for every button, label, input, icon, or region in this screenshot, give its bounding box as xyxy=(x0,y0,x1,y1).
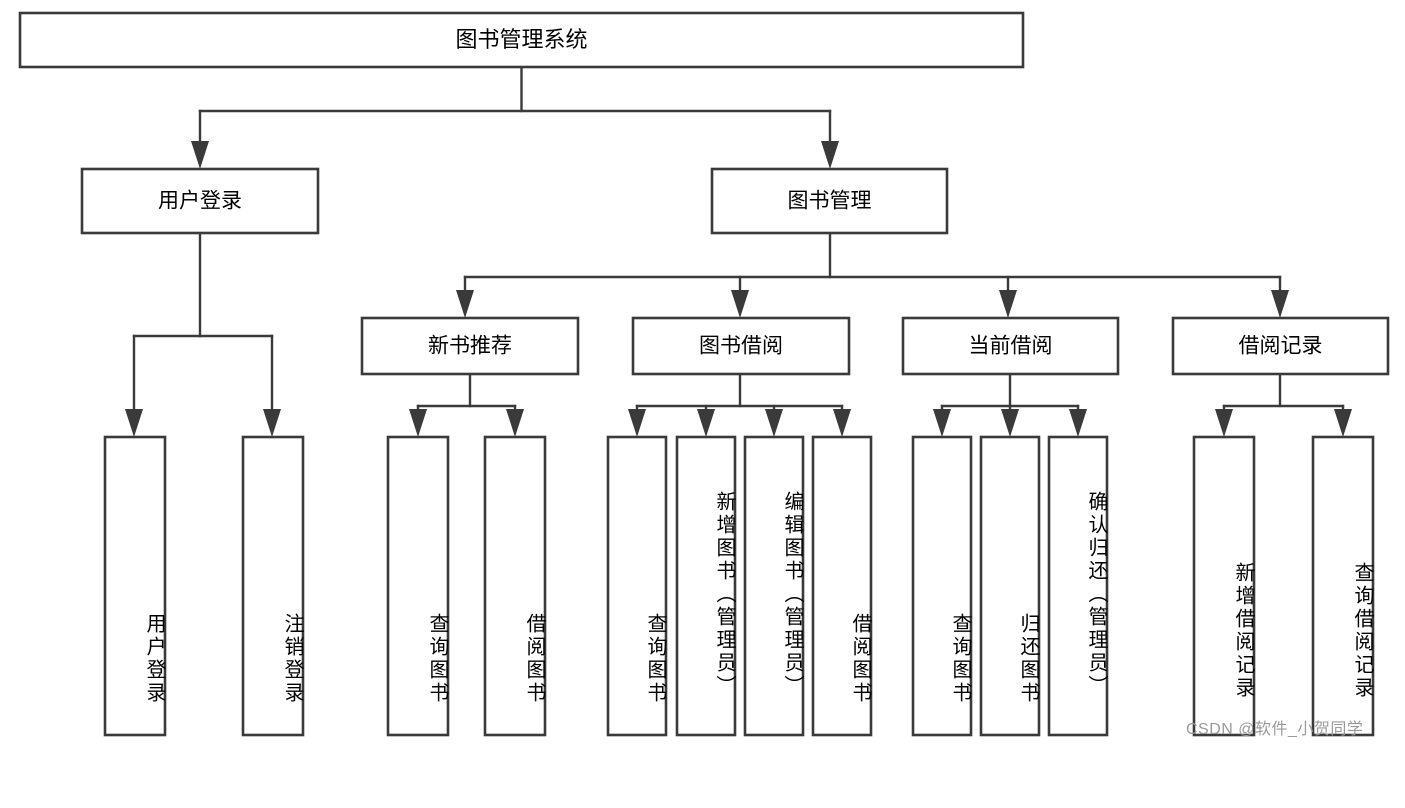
arrow-to-new-book-recommend xyxy=(456,290,474,318)
arrow-to-user-login xyxy=(191,141,209,169)
arrow-leaf-borrow-book xyxy=(833,409,851,437)
node-current-borrow[interactable]: 当前借阅 xyxy=(901,316,1120,376)
arrow-leaf-logout xyxy=(263,409,281,437)
arrow-leaf-add-record xyxy=(1215,409,1233,437)
node-root[interactable]: 图书管理系统 xyxy=(18,11,1025,69)
node-leaf-query-book-borrow-rect[interactable] xyxy=(606,435,668,737)
node-leaf-borrow-book-rec-rect[interactable] xyxy=(483,435,547,737)
node-leaf-logout-rect[interactable] xyxy=(241,435,305,737)
connector-group-borrow-record-to-leaves xyxy=(1215,372,1352,437)
arrow-leaf-confirm-return xyxy=(1069,409,1087,437)
arrow-leaf-query-book-borrow xyxy=(628,409,646,437)
node-new-book-recommend-rect[interactable] xyxy=(360,316,580,376)
node-leaf-query-book-rec-rect[interactable] xyxy=(386,435,450,737)
connector-group-root-to-level2 xyxy=(191,65,839,169)
node-book-manage[interactable]: 图书管理 xyxy=(710,167,949,235)
arrow-leaf-query-record xyxy=(1334,409,1352,437)
arrow-leaf-return-book xyxy=(1001,409,1019,437)
node-user-login-label: 用户登录 xyxy=(158,190,242,213)
connector-group-current-borrow-to-leaves xyxy=(933,372,1087,437)
node-borrow-record-rect[interactable] xyxy=(1171,316,1390,376)
node-book-borrow-rect[interactable] xyxy=(631,316,851,376)
node-leaf-borrow-book-rect[interactable] xyxy=(811,435,873,737)
node-root-label: 图书管理系统 xyxy=(455,27,587,52)
node-leaf-add-book-rect[interactable] xyxy=(675,435,737,737)
node-root-rect[interactable] xyxy=(18,11,1025,69)
node-leaf-return-book-rect[interactable] xyxy=(979,435,1041,737)
connector-group-book-borrow-to-leaves xyxy=(628,372,851,437)
arrow-leaf-borrow-book-rec xyxy=(506,409,524,437)
node-borrow-record-label: 借阅记录 xyxy=(1239,335,1323,358)
node-new-book-recommend[interactable]: 新书推荐 xyxy=(360,316,580,376)
node-leaf-query-record-rect[interactable] xyxy=(1311,435,1375,737)
node-leaf-confirm-return-rect[interactable] xyxy=(1047,435,1109,737)
arrow-to-borrow-record xyxy=(1271,290,1289,318)
arrow-to-book-borrow xyxy=(731,290,749,318)
arrow-leaf-user-login xyxy=(125,409,143,437)
node-leaf-edit-book-rect[interactable] xyxy=(743,435,805,737)
node-book-manage-label: 图书管理 xyxy=(788,190,872,213)
flowchart-svg: 图书管理系统 用户登录 图书管理 新书推荐 图书借阅 当前借阅 借阅记录 xyxy=(18,11,1390,737)
node-book-borrow[interactable]: 图书借阅 xyxy=(631,316,851,376)
node-book-manage-rect[interactable] xyxy=(710,167,949,235)
arrow-to-current-borrow xyxy=(999,290,1017,318)
node-current-borrow-rect[interactable] xyxy=(901,316,1120,376)
csdn-watermark: CSDN @软件_小贺同学 xyxy=(1186,721,1364,738)
connector-group-new-book-recommend-to-leaves xyxy=(409,372,524,437)
node-book-borrow-label: 图书借阅 xyxy=(699,335,783,358)
flowchart-canvas: 图书管理系统 用户登录 图书管理 新书推荐 图书借阅 当前借阅 借阅记录 xyxy=(18,11,1390,738)
arrow-leaf-query-book-cur xyxy=(933,409,951,437)
node-new-book-recommend-label: 新书推荐 xyxy=(428,335,512,358)
arrow-leaf-edit-book xyxy=(765,409,783,437)
arrow-leaf-query-book-rec xyxy=(409,409,427,437)
connector-group-user-login-to-leaves xyxy=(125,231,281,437)
arrow-leaf-add-book xyxy=(697,409,715,437)
arrow-to-book-manage xyxy=(821,141,839,169)
node-user-login[interactable]: 用户登录 xyxy=(80,167,320,235)
node-current-borrow-label: 当前借阅 xyxy=(969,335,1053,358)
node-borrow-record[interactable]: 借阅记录 xyxy=(1171,316,1390,376)
node-leaf-query-book-cur-rect[interactable] xyxy=(911,435,973,737)
connector-group-book-manage-to-level3 xyxy=(456,231,1289,318)
node-leaf-user-login-rect[interactable] xyxy=(103,435,167,737)
node-user-login-rect[interactable] xyxy=(80,167,320,235)
node-leaf-add-record-rect[interactable] xyxy=(1192,435,1256,737)
